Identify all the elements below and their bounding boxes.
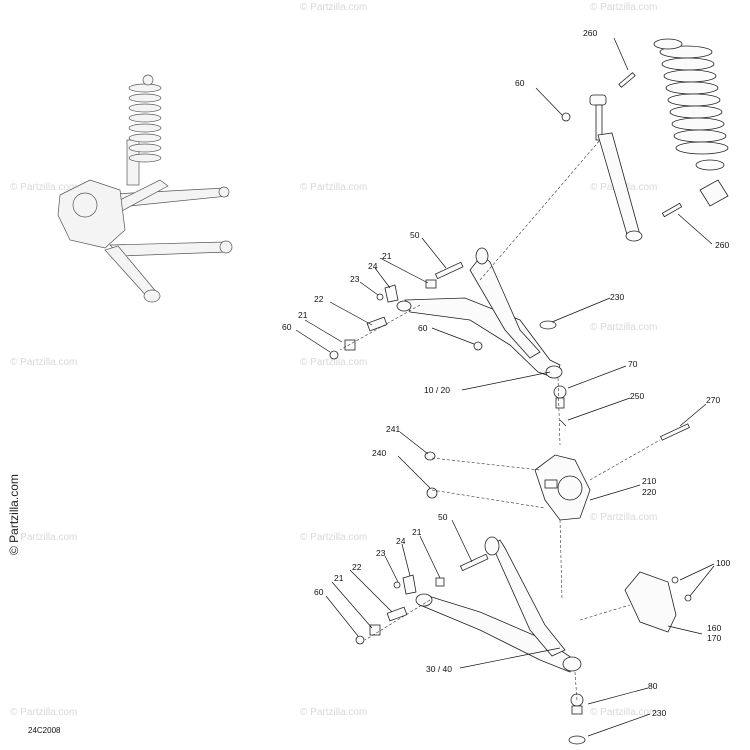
- callout-260-top: 260: [583, 28, 597, 38]
- callout-100: 100: [716, 558, 730, 568]
- bushing-21-lower-b: [369, 624, 381, 636]
- callout-labels: 260 60 260 50 21 24 23 22 21 60 60 230 1…: [282, 28, 730, 718]
- callout-21-lower-b: 21: [334, 573, 344, 583]
- watermark-text: © Partzilla.com: [300, 2, 367, 13]
- watermark-text: © Partzilla.com: [590, 322, 657, 333]
- bolt-50-lower: [459, 553, 489, 572]
- watermark-text: © Partzilla.com: [590, 512, 657, 523]
- callout-24-upper: 24: [368, 261, 378, 271]
- callout-21-upper: 21: [382, 251, 392, 261]
- coil-spring: [659, 45, 729, 155]
- cotter-pin-250: [559, 419, 567, 427]
- watermark-text: © Partzilla.com: [300, 707, 367, 718]
- bracket-24-lower: [402, 574, 417, 595]
- watermark-text: © Partzilla.com: [10, 357, 77, 368]
- watermark-text: © Partzilla.com: [300, 532, 367, 543]
- ball-joint-70: [553, 385, 567, 409]
- callout-22-upper: 22: [314, 294, 324, 304]
- callout-23-upper: 23: [350, 274, 360, 284]
- bolt-260-lower: [661, 202, 683, 218]
- diagram-code: 24C2008: [28, 726, 61, 735]
- callout-50-lower: 50: [438, 512, 448, 522]
- leader-lines: [295, 37, 715, 737]
- callout-240: 240: [372, 448, 386, 458]
- watermark-text: © Partzilla.com: [590, 707, 657, 718]
- callout-60-lower: 60: [314, 587, 324, 597]
- callout-10-20: 10 / 20: [424, 385, 450, 395]
- watermark-text: © Partzilla.com: [10, 532, 77, 543]
- clip-230-lower: [568, 735, 586, 745]
- knuckle-210-220: [534, 454, 591, 521]
- callout-270: 270: [706, 395, 720, 405]
- nut-60-top: [561, 112, 571, 122]
- ball-joint-80: [570, 693, 584, 715]
- callout-22-lower: 22: [352, 562, 362, 572]
- bolt-260-top: [618, 72, 636, 88]
- bump-stop: [699, 179, 729, 207]
- watermark-text: © Partzilla.com: [300, 357, 367, 368]
- callout-260-lower: 260: [715, 240, 729, 250]
- watermark-grid: © Partzilla.com © Partzilla.com © Partzi…: [10, 2, 657, 718]
- side-watermark: © Partzilla.com: [7, 474, 21, 555]
- callout-60-top: 60: [515, 78, 525, 88]
- watermark-text: © Partzilla.com: [590, 2, 657, 13]
- overview-assembly-illustration: [57, 74, 233, 303]
- callout-60-upper: 60: [282, 322, 292, 332]
- nut-240: [426, 487, 438, 499]
- screw-100-b: [684, 594, 692, 602]
- sleeve-22-lower: [386, 606, 408, 622]
- washer-23-lower: [393, 581, 401, 589]
- callout-160: 160: [707, 623, 721, 633]
- overview-spring: [128, 83, 162, 163]
- callout-220: 220: [642, 487, 656, 497]
- callout-60-arm: 60: [418, 323, 428, 333]
- spring-seat-top: [653, 38, 683, 50]
- callout-50-upper: 50: [410, 230, 420, 240]
- bolt-50-upper: [434, 261, 464, 280]
- bracket-24-upper: [384, 284, 399, 303]
- callout-210: 210: [642, 476, 656, 486]
- bushing-21-lower: [435, 577, 445, 587]
- callout-250: 250: [630, 391, 644, 401]
- upper-a-arm: [396, 247, 563, 379]
- screw-100-a: [671, 576, 679, 584]
- washer-23-upper: [376, 293, 384, 301]
- callout-230-lower: 230: [652, 708, 666, 718]
- nut-60-lower: [355, 635, 365, 645]
- watermark-text: © Partzilla.com: [10, 182, 77, 193]
- sleeve-22-upper: [366, 316, 388, 332]
- protector-160-170: [624, 571, 677, 633]
- callout-21-lower: 21: [412, 527, 422, 537]
- callout-230-upper: 230: [610, 292, 624, 302]
- spring-retainer: [695, 159, 725, 171]
- bushing-21-upper-b: [344, 339, 356, 351]
- nut-60-upper: [329, 350, 339, 360]
- nut-60-arm: [473, 341, 483, 351]
- callout-170: 170: [707, 633, 721, 643]
- shock-absorber: [589, 94, 643, 242]
- watermark-text: © Partzilla.com: [10, 707, 77, 718]
- bolt-270: [660, 423, 690, 441]
- watermark-text: © Partzilla.com: [300, 182, 367, 193]
- callout-80: 80: [648, 681, 658, 691]
- callout-21-upper-b: 21: [298, 310, 308, 320]
- clip-230-upper: [539, 320, 557, 330]
- bushing-21-upper: [425, 279, 437, 289]
- callout-24-lower: 24: [396, 536, 406, 546]
- callout-30-40: 30 / 40: [426, 664, 452, 674]
- assembly-guide-lines: [339, 139, 661, 701]
- lower-a-arm: [415, 536, 582, 673]
- callout-23-lower: 23: [376, 548, 386, 558]
- callout-70: 70: [628, 359, 638, 369]
- callout-241: 241: [386, 424, 400, 434]
